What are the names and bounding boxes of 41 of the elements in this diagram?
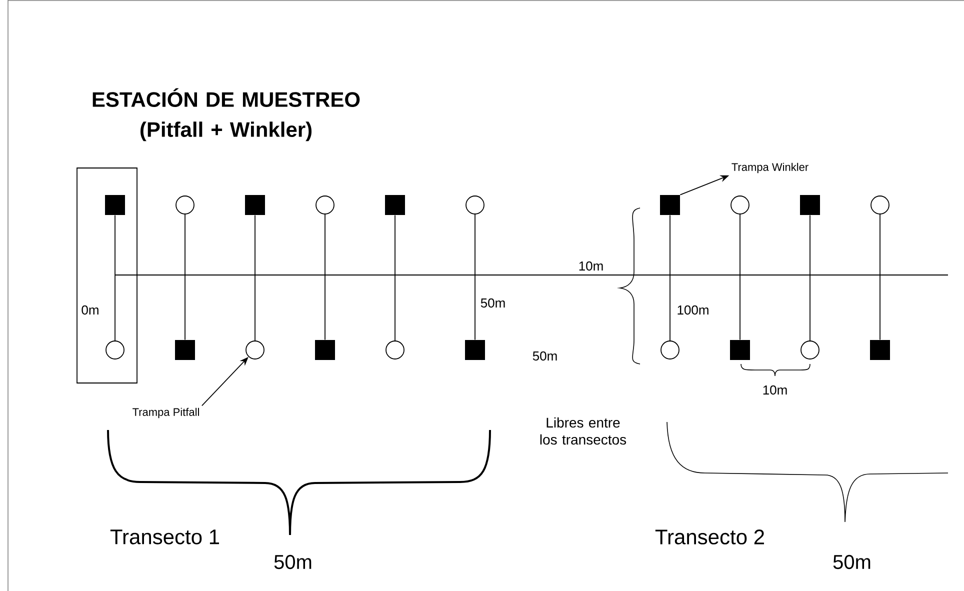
station-box [76, 168, 138, 384]
trap-label: Trampa Winkler [732, 162, 808, 174]
trap-circle [386, 340, 404, 360]
distance-label: 0m [82, 305, 98, 315]
distance-label: 100m [678, 305, 708, 315]
trap-line [394, 214, 396, 341]
trap-square [800, 195, 820, 215]
trap-line [324, 214, 326, 340]
trap-circle [800, 340, 820, 360]
distance-label: 50m [532, 351, 557, 361]
trap-square [660, 195, 680, 215]
trap-circle [730, 196, 750, 214]
trap-square [175, 340, 195, 360]
title: ESTACIÓN DE MUESTREO (Pitfall + Winkler) [92, 88, 360, 142]
trap-line [474, 214, 476, 340]
trap-square [315, 340, 335, 360]
distance-label: 10m [579, 261, 603, 271]
trap-square [105, 195, 125, 215]
trap-line [114, 214, 116, 341]
trap-circle [870, 196, 890, 214]
trap-square [385, 195, 405, 215]
note-text: Libres entre los transectos [540, 417, 626, 445]
distance-label: 50m [833, 554, 870, 570]
distance-label: 10m [763, 385, 787, 395]
trap-label: Trampa Pitfall [132, 408, 199, 418]
trap-circle [316, 196, 334, 214]
trap-square [465, 340, 485, 360]
transect-label: Transecto 1 [110, 530, 219, 544]
trap-line [254, 214, 256, 341]
distance-label: 50m [274, 554, 312, 570]
distance-label: 50m [480, 298, 505, 308]
trap-circle [106, 340, 124, 360]
trap-circle [660, 340, 680, 360]
trap-square [245, 195, 265, 215]
trap-circle [246, 340, 264, 360]
trap-circle [176, 196, 194, 214]
transect-label: Transecto 2 [655, 530, 764, 544]
trap-circle [466, 196, 484, 214]
trap-square [730, 340, 750, 360]
trap-square [870, 340, 890, 360]
trap-line [184, 214, 186, 340]
